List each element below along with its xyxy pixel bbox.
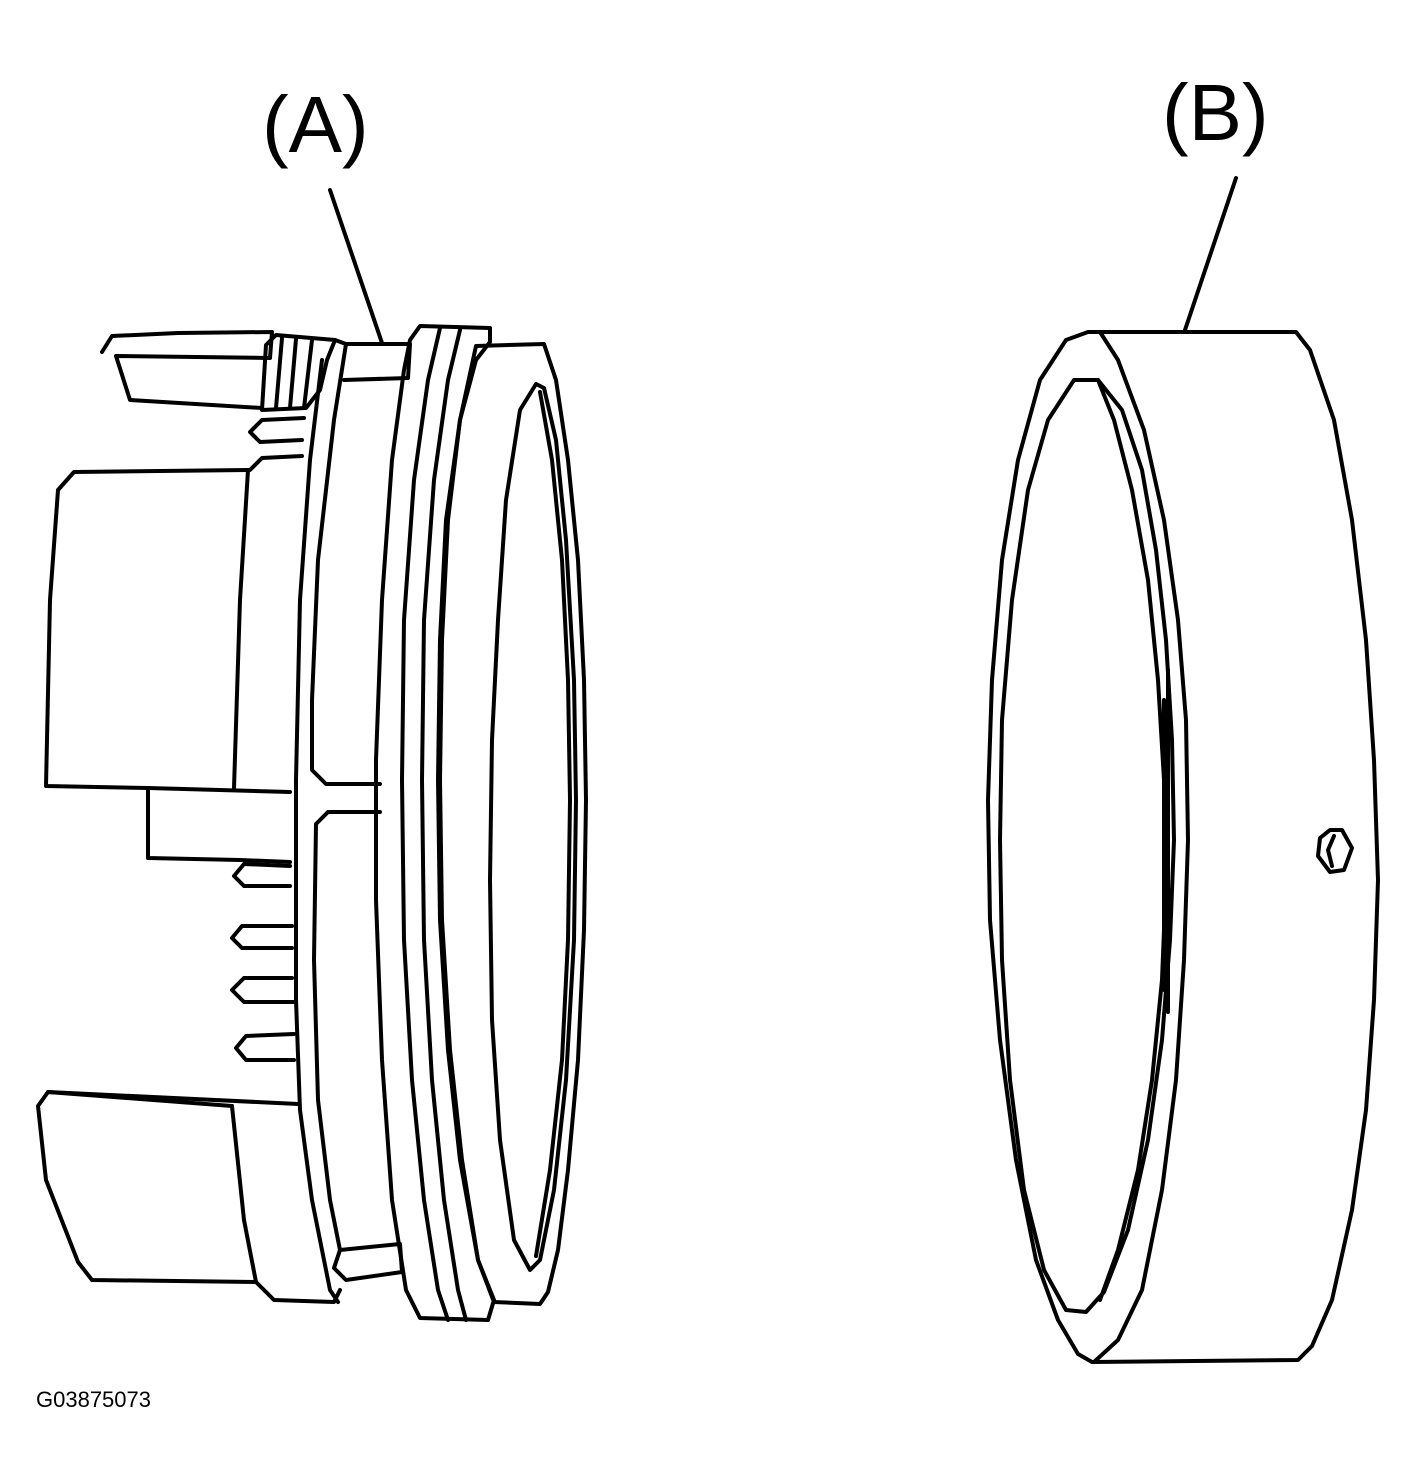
housing-pin-lower-4 (234, 1032, 296, 1062)
callout-label-a: (A) (262, 80, 369, 169)
ring-inner-opening (488, 382, 578, 1272)
housing-pin-lower-1 (232, 862, 292, 888)
housing-pin-upper-2 (248, 454, 304, 472)
figure-id: G03875073 (36, 1387, 151, 1412)
leader-line-b (1183, 176, 1238, 332)
collar-inner-opening (998, 378, 1176, 1314)
housing-flange (310, 338, 382, 786)
housing-bottom-lug (36, 1090, 342, 1304)
housing-pin-lower-3 (230, 976, 296, 1004)
housing-upper-block (44, 468, 292, 794)
leader-line-a (328, 188, 384, 345)
housing-pin-upper-1 (248, 416, 306, 444)
housing-gear-strip (260, 333, 337, 412)
collar-side-hole (1316, 828, 1354, 874)
ring-front (438, 342, 588, 1306)
housing-top-lug (100, 330, 274, 410)
housing-middle-step (146, 786, 292, 864)
collar-outer (986, 330, 1380, 1364)
housing-pin-lower-2 (230, 924, 294, 950)
component-b-collar (986, 330, 1380, 1364)
callout-label-b: (B) (1162, 68, 1269, 157)
component-a-housing (36, 324, 588, 1322)
